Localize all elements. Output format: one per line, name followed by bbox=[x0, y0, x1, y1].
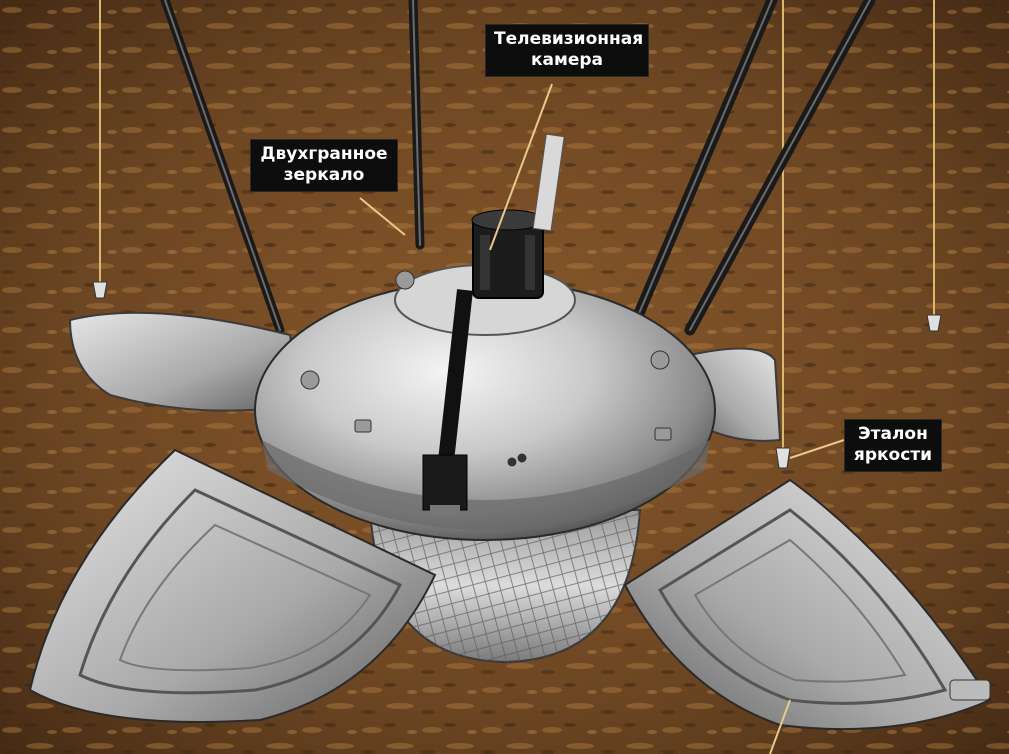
label-dihedral-mirror-line1: Двухгранное bbox=[260, 144, 388, 164]
tv-camera bbox=[471, 133, 565, 299]
leader-lines bbox=[359, 83, 845, 754]
label-tv-camera-line2: камера bbox=[530, 50, 604, 70]
label-brightness-standard: Эталон яркости bbox=[844, 419, 942, 472]
side-boom bbox=[422, 289, 473, 515]
label-tv-camera: Телевизионная камера bbox=[485, 24, 649, 77]
brightness-markers bbox=[92, 0, 942, 469]
petal-lower-left bbox=[28, 448, 437, 723]
petal-upper-left bbox=[68, 311, 302, 412]
label-tv-camera-line1: Телевизионная bbox=[494, 29, 644, 49]
equator-band bbox=[262, 440, 710, 530]
petal-lower-right bbox=[623, 478, 992, 731]
body-details bbox=[300, 270, 672, 467]
label-dihedral-mirror-line2: зеркало bbox=[283, 165, 365, 185]
label-brightness-standard-line1: Эталон bbox=[858, 424, 928, 444]
label-brightness-standard-line2: яркости bbox=[853, 445, 933, 465]
label-dihedral-mirror: Двухгранное зеркало bbox=[250, 139, 398, 192]
